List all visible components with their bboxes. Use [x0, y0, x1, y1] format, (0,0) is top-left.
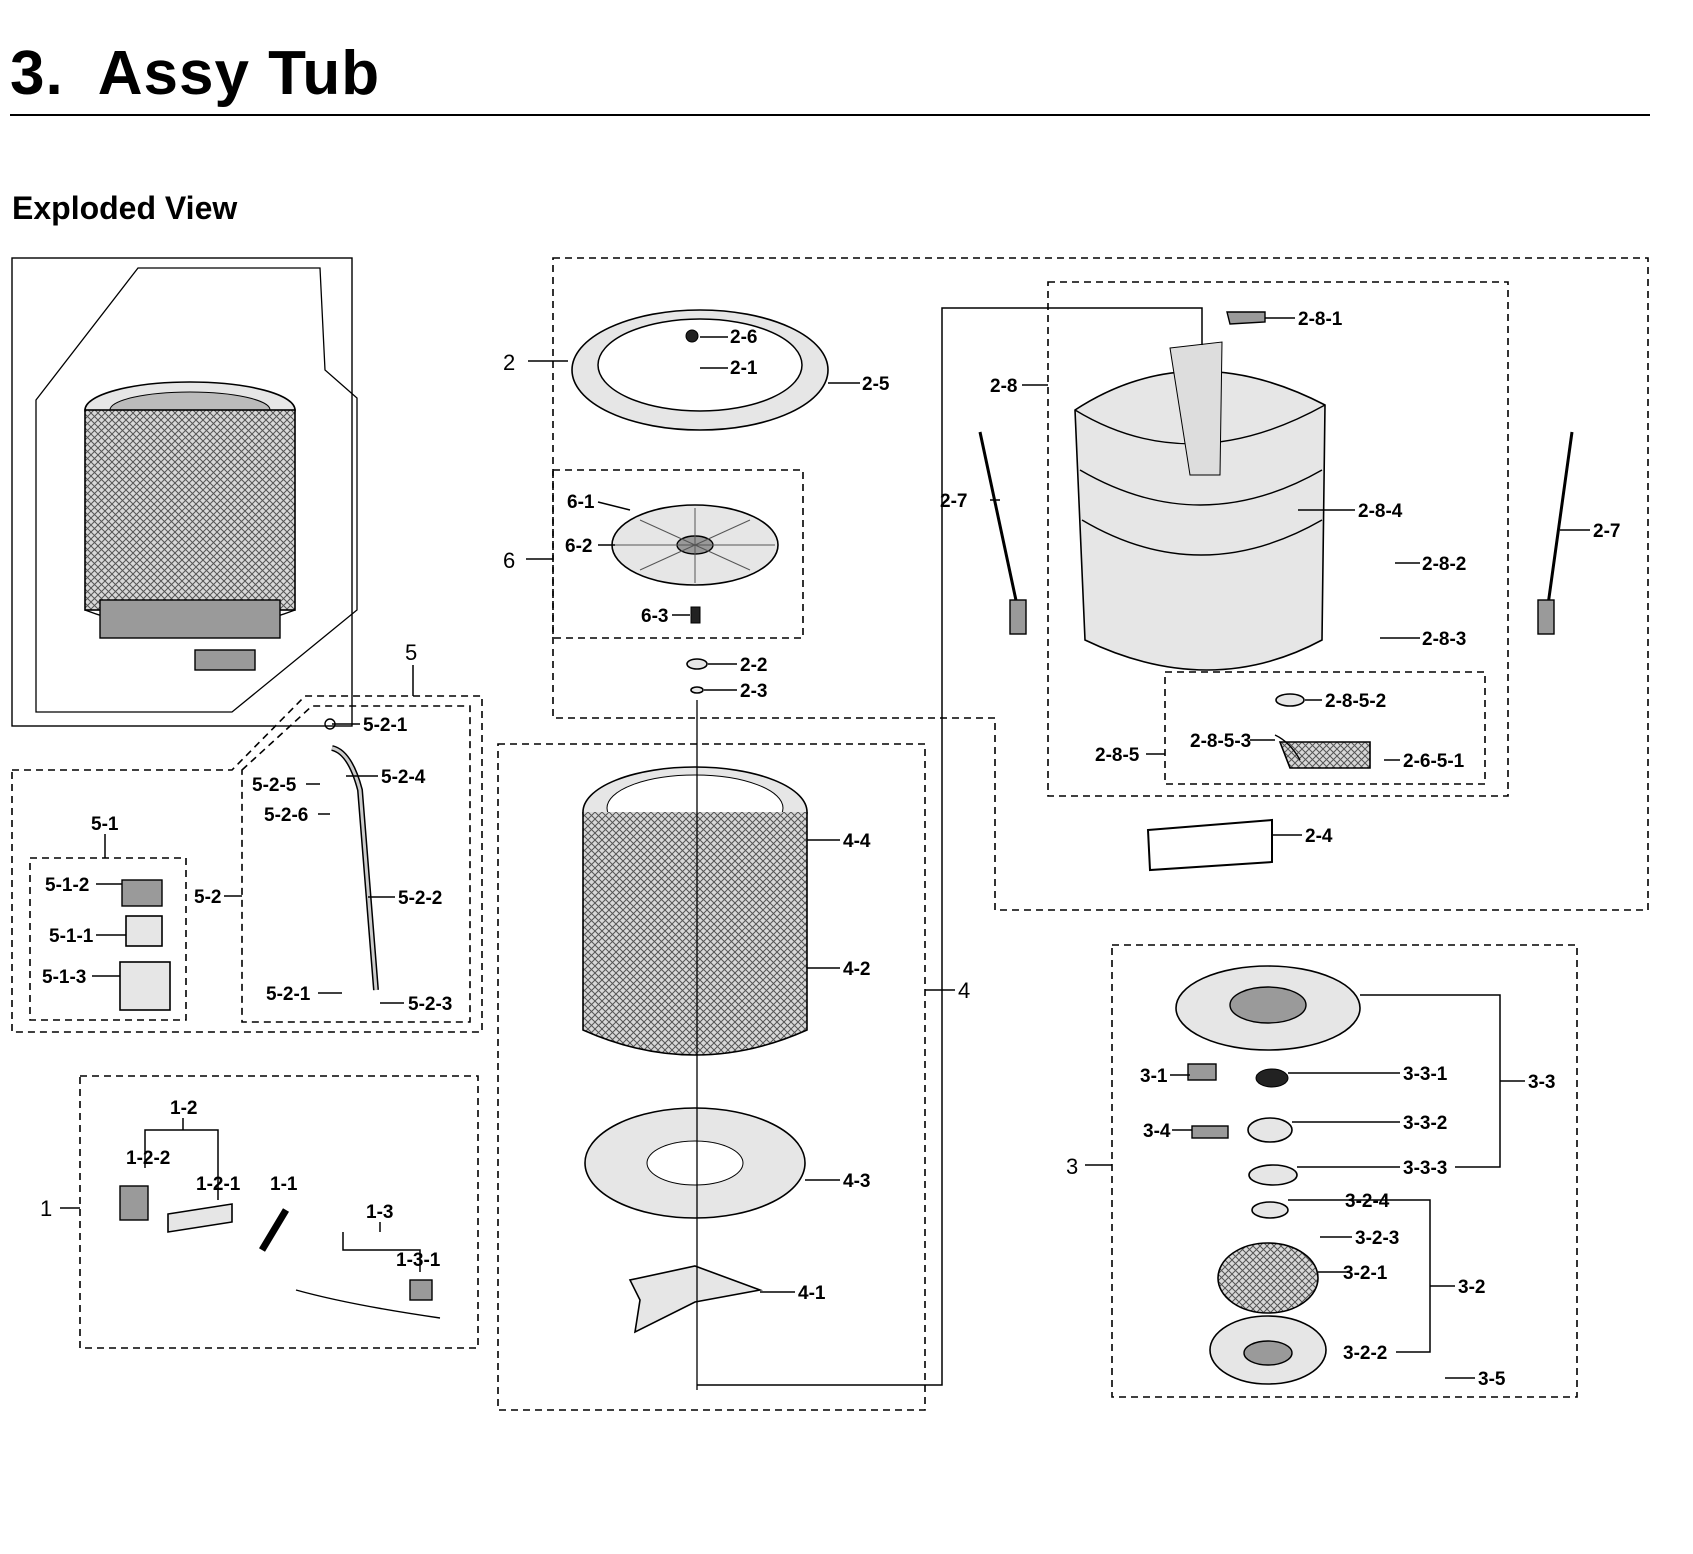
callout-2-2: 2-2: [740, 655, 767, 676]
callout-1-2-2: 1-2-2: [126, 1148, 170, 1169]
callout-4-3: 4-3: [843, 1171, 870, 1192]
callout-1-2: 1-2: [170, 1098, 197, 1119]
callout-2-6: 2-6: [730, 327, 757, 348]
callout-3-2-3: 3-2-3: [1355, 1228, 1399, 1249]
callout-5-2-1-bottom: 5-2-1: [266, 984, 311, 1005]
callout-2-4: 2-4: [1305, 826, 1333, 847]
callout-3-2-1: 3-2-1: [1343, 1263, 1388, 1284]
title-rule: [10, 114, 1650, 116]
callout-2: 2: [503, 350, 515, 375]
callout-5-1: 5-1: [91, 814, 119, 835]
callout-2-7-right: 2-7: [1593, 521, 1620, 542]
callout-2-8-3: 2-8-3: [1422, 629, 1466, 650]
callout-5-2-3: 5-2-3: [408, 994, 452, 1015]
callout-2-5: 2-5: [862, 374, 890, 395]
callout-5-2-5: 5-2-5: [252, 775, 297, 796]
callout-2-8-5-2: 2-8-5-2: [1325, 691, 1386, 712]
callout-3-2: 3-2: [1458, 1277, 1485, 1298]
callout-4: 4: [958, 978, 970, 1003]
callout-6-2: 6-2: [565, 536, 592, 557]
callout-3-3-2: 3-3-2: [1403, 1113, 1447, 1134]
leader-lines: [60, 307, 1590, 1386]
callout-2-8-1: 2-8-1: [1298, 309, 1343, 330]
callout-2-8-5: 2-8-5: [1095, 745, 1140, 766]
callout-5-1-3: 5-1-3: [42, 967, 86, 988]
section-title: Assy Tub: [97, 39, 381, 108]
callout-4-1: 4-1: [798, 1283, 826, 1304]
section-number: 3.: [10, 39, 64, 108]
callout-5-1-1: 5-1-1: [49, 926, 94, 947]
callout-3-4: 3-4: [1143, 1121, 1171, 1142]
callout-3-3-1: 3-3-1: [1403, 1064, 1448, 1085]
part-illustrations: [119, 309, 1574, 1390]
callout-4-4: 4-4: [843, 831, 871, 852]
callout-4-2: 4-2: [843, 959, 870, 980]
callout-2-3: 2-3: [740, 681, 767, 702]
page-title: 3. Assy Tub: [10, 38, 380, 109]
callout-5: 5: [405, 640, 417, 665]
callout-3-2-2: 3-2-2: [1343, 1343, 1387, 1364]
callout-2-8-2: 2-8-2: [1422, 554, 1466, 575]
callout-5-2: 5-2: [194, 887, 221, 908]
subtitle: Exploded View: [12, 190, 238, 226]
callout-3-3: 3-3: [1528, 1072, 1555, 1093]
callout-1: 1: [40, 1196, 52, 1221]
callout-6: 6: [503, 548, 515, 573]
callout-5-2-6: 5-2-6: [264, 805, 308, 826]
callout-3-5: 3-5: [1478, 1369, 1506, 1390]
callout-2-8-4: 2-8-4: [1358, 501, 1403, 522]
callout-2-8: 2-8: [990, 376, 1017, 397]
callout-labels: 2 2-6 2-1 2-5 6 6-1 6-2 6-3 2-2 2-3 4-4 …: [40, 309, 1620, 1390]
callout-2-8-5-3: 2-8-5-3: [1190, 731, 1251, 752]
callout-5-2-4: 5-2-4: [381, 767, 426, 788]
callout-3-3-3: 3-3-3: [1403, 1158, 1447, 1179]
callout-2-1: 2-1: [730, 358, 758, 379]
callout-3: 3: [1066, 1154, 1078, 1179]
callout-1-1: 1-1: [270, 1174, 298, 1195]
callout-5-2-2: 5-2-2: [398, 888, 442, 909]
callout-1-3: 1-3: [366, 1202, 393, 1223]
callout-3-2-4: 3-2-4: [1345, 1191, 1390, 1212]
overview-thumbnail: [11, 257, 358, 727]
callout-1-3-1: 1-3-1: [396, 1250, 441, 1271]
callout-2-8-5-1: 2-6-5-1: [1403, 751, 1465, 772]
callout-5-2-1-top: 5-2-1: [363, 715, 408, 736]
callout-6-3: 6-3: [641, 606, 668, 627]
callout-5-1-2: 5-1-2: [45, 875, 89, 896]
callout-6-1: 6-1: [567, 492, 595, 513]
callout-1-2-1: 1-2-1: [196, 1174, 241, 1195]
callout-2-7-left: 2-7: [940, 491, 967, 512]
callout-3-1: 3-1: [1140, 1066, 1168, 1087]
group-boxes: [11, 257, 1649, 1411]
